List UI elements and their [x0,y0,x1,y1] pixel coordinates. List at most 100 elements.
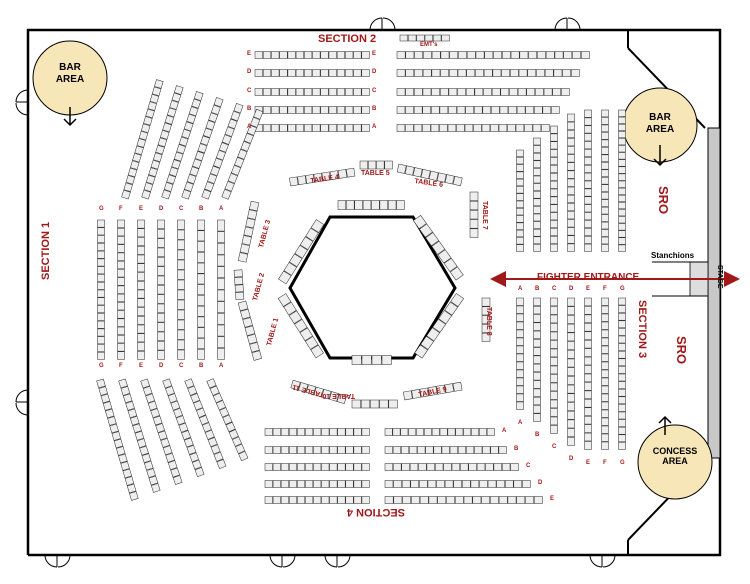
seat[interactable] [151,86,162,97]
seat[interactable] [197,348,205,360]
seat[interactable] [143,116,153,126]
seat[interactable] [584,424,592,433]
seat[interactable] [227,172,238,184]
seat[interactable] [562,69,571,77]
seat[interactable] [137,263,145,273]
seat[interactable] [550,149,558,158]
seat[interactable] [618,230,626,238]
seat[interactable] [137,324,145,334]
seat[interactable] [222,414,233,425]
seat[interactable] [425,232,440,247]
seat[interactable] [173,408,183,418]
seat[interactable] [440,69,449,77]
seat[interactable] [448,106,457,114]
seat[interactable] [516,329,524,338]
seat[interactable] [449,51,459,59]
seat[interactable] [105,408,115,419]
seat[interactable] [561,88,570,96]
seat[interactable] [469,191,479,201]
seat[interactable] [127,408,138,419]
seat[interactable] [221,134,232,145]
seat[interactable] [297,463,306,471]
seat[interactable] [618,109,626,117]
seat[interactable] [567,170,575,179]
seat[interactable] [408,428,417,436]
seat[interactable] [329,496,338,504]
seat[interactable] [527,69,537,77]
seat[interactable] [567,332,575,342]
seat[interactable] [533,306,541,315]
seat[interactable] [525,106,534,114]
seat[interactable] [601,417,609,426]
seat[interactable] [618,244,626,252]
seat[interactable] [118,453,128,464]
seat[interactable] [584,109,592,118]
seat[interactable] [189,166,200,177]
seat[interactable] [295,69,304,77]
seat[interactable] [516,377,524,386]
seat[interactable] [243,132,254,144]
seat[interactable] [550,228,558,236]
seat[interactable] [550,165,558,173]
seat[interactable] [567,146,575,155]
seat[interactable] [533,339,541,348]
seat[interactable] [618,396,626,405]
seat[interactable] [431,51,441,59]
seat[interactable] [237,148,248,160]
seat[interactable] [144,460,154,471]
seat[interactable] [299,327,313,342]
seat[interactable] [197,252,205,263]
seat[interactable] [414,69,423,77]
seat[interactable] [271,69,280,77]
seat[interactable] [132,423,142,434]
seat[interactable] [433,34,442,42]
seat[interactable] [249,200,260,212]
seat[interactable] [353,124,362,132]
seat[interactable] [443,463,452,471]
seat[interactable] [493,51,502,59]
seat[interactable] [97,235,105,243]
seat[interactable] [567,113,575,122]
seat[interactable] [216,400,227,411]
seat[interactable] [618,159,626,167]
seat[interactable] [584,306,592,315]
seat[interactable] [463,496,473,504]
seat[interactable] [97,266,105,275]
seat[interactable] [313,496,322,504]
seat[interactable] [484,51,494,59]
seat[interactable] [117,310,125,319]
seat[interactable] [463,428,472,436]
seat[interactable] [217,313,225,325]
seat[interactable] [393,480,402,488]
seat[interactable] [618,388,626,397]
seat[interactable] [550,297,558,307]
seat[interactable] [618,335,626,344]
seat[interactable] [405,124,414,132]
seat[interactable] [204,181,215,192]
seat[interactable] [376,160,385,170]
seat[interactable] [481,496,490,504]
seat[interactable] [288,496,297,504]
seat[interactable] [117,244,125,253]
seat[interactable] [271,88,280,96]
seat[interactable] [361,51,370,59]
seat[interactable] [422,124,431,132]
seat[interactable] [550,173,558,181]
seat[interactable] [618,173,626,181]
seat[interactable] [481,124,491,132]
seat[interactable] [396,69,406,77]
seat[interactable] [485,463,494,471]
seat[interactable] [97,281,105,290]
seat[interactable] [295,88,304,96]
seat[interactable] [361,496,370,504]
seat[interactable] [431,428,440,436]
seat[interactable] [507,124,516,132]
seat[interactable] [481,324,491,333]
seat[interactable] [329,428,338,436]
seat[interactable] [329,480,338,488]
seat[interactable] [126,483,137,494]
seat[interactable] [516,222,524,230]
seat[interactable] [172,475,183,485]
seat[interactable] [320,106,329,114]
seat[interactable] [422,69,432,77]
